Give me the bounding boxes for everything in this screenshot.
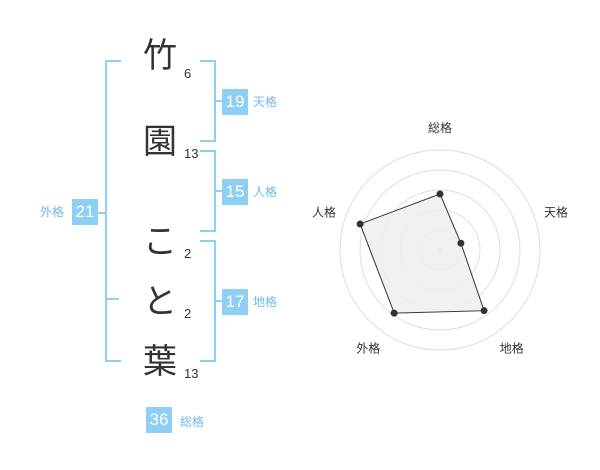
gaikaku-bracket [105, 60, 121, 362]
radar-axis-label-4: 外格 [356, 341, 380, 356]
stroke-count-4: 2 [184, 306, 192, 321]
radar-shape [356, 190, 488, 317]
chikaku-connector [216, 300, 222, 302]
radar-axis-label-1: 総格 [428, 120, 452, 135]
radar-point-4 [390, 309, 398, 317]
tenkaku-bracket [200, 60, 216, 142]
chikaku-bracket [200, 240, 216, 362]
chikaku-label: 地格 [253, 295, 278, 309]
stroke-count-3: 2 [184, 246, 192, 261]
stroke-count-1: 6 [184, 66, 192, 81]
radar-point-5 [356, 220, 364, 228]
name-char-2: 園 [143, 122, 177, 162]
stroke-count-2: 13 [184, 146, 199, 161]
radar-point-3 [480, 307, 488, 315]
stroke-count-5: 13 [184, 366, 199, 381]
radar-series-polygon [359, 193, 485, 314]
name-char-5: 葉 [143, 342, 177, 382]
jinkaku-value: 15 [222, 179, 248, 205]
radar-axis-label-5: 人格 [312, 204, 336, 219]
chikaku-value: 17 [222, 289, 248, 315]
radar-point-1 [436, 190, 444, 198]
tenkaku-connector [216, 100, 222, 102]
name-char-4: と [143, 282, 177, 322]
radar-point-2 [457, 239, 465, 247]
gaikaku-bracket-tick [105, 298, 119, 300]
name-char-1: 竹 [143, 36, 177, 76]
soukaku-label: 総格 [180, 415, 205, 429]
name-char-3: こ [143, 222, 177, 262]
jinkaku-bracket [200, 150, 216, 232]
radar-axis-label-2: 天格 [544, 204, 568, 219]
radar-ring-4 [359, 169, 521, 331]
jinkaku-connector [216, 190, 222, 192]
gaikaku-value: 21 [72, 199, 98, 225]
jinkaku-label: 人格 [253, 185, 278, 199]
radar-axis-label-3: 地格 [500, 341, 524, 356]
soukaku-value: 36 [146, 407, 172, 433]
gaikaku-label: 外格 [40, 205, 65, 219]
tenkaku-value: 19 [222, 89, 248, 115]
radar-ring-5 [339, 149, 541, 351]
gaikaku-connector [97, 212, 105, 214]
tenkaku-label: 天格 [253, 95, 278, 109]
